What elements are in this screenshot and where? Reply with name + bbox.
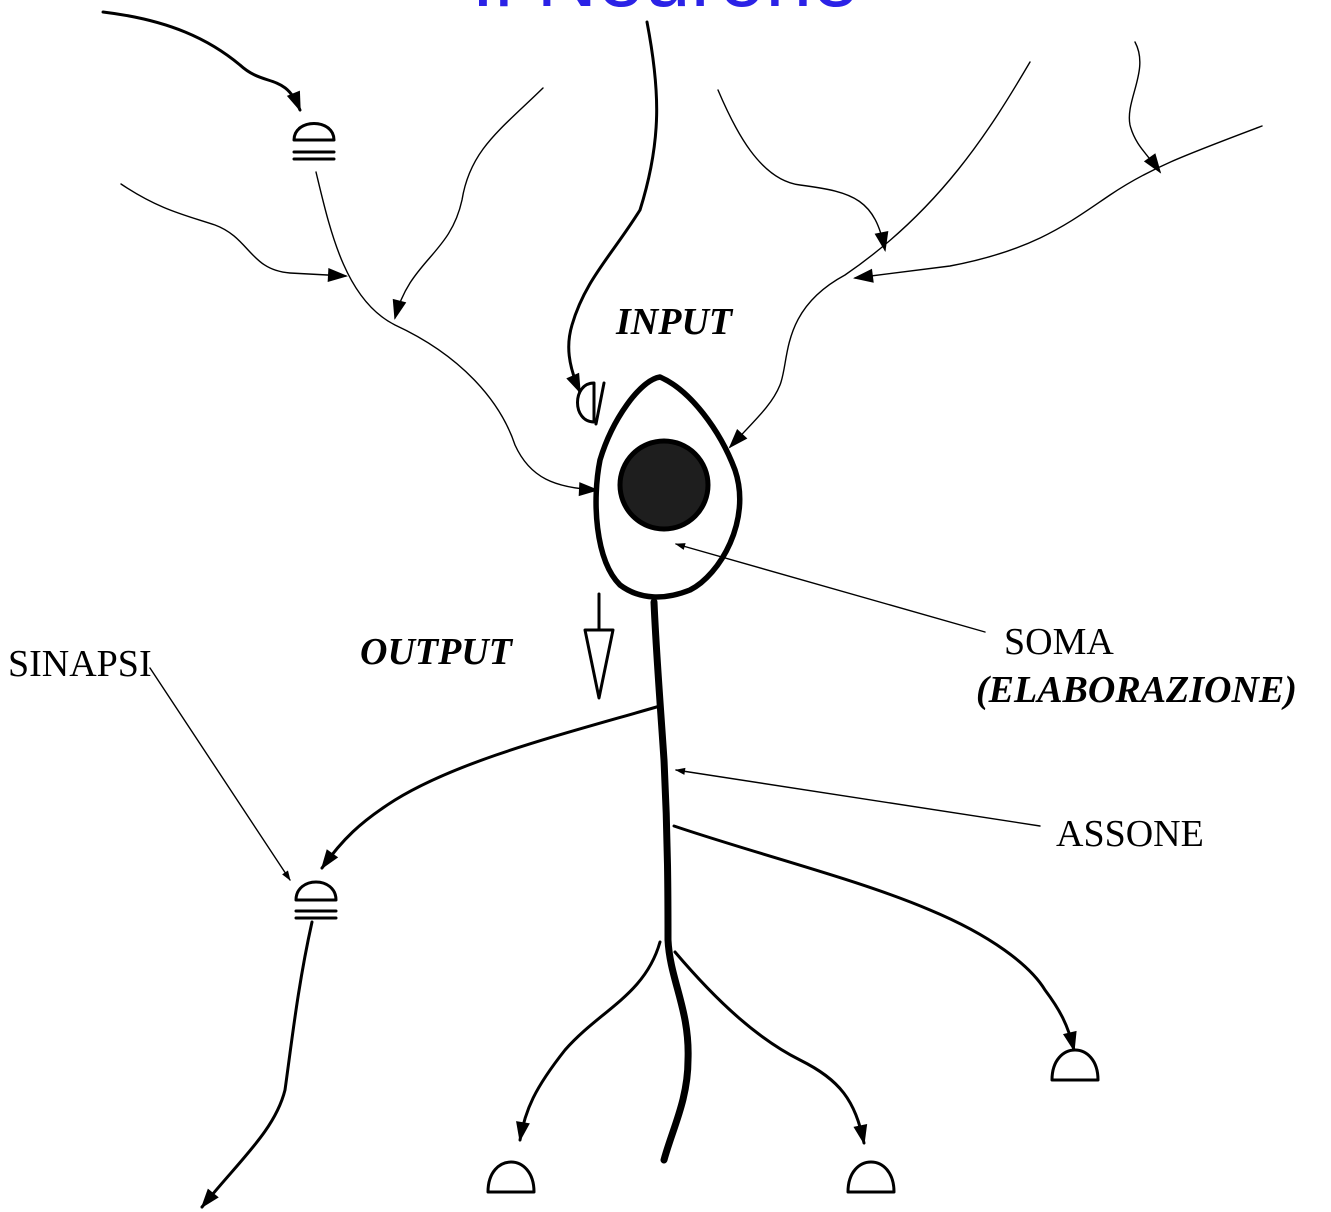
axon-branch-low-right: [675, 952, 864, 1143]
axon-branch-to-synapse: [322, 706, 660, 868]
pointer-soma: [676, 544, 985, 632]
synapse-top-left: [294, 124, 334, 160]
output-arrow-icon: [585, 594, 613, 698]
label-soma-sub: (ELABORAZIONE): [976, 669, 1297, 711]
synapse-soma: [578, 383, 605, 424]
dendrite-branch-top: [395, 88, 543, 318]
dendrite-input-line: [103, 12, 300, 110]
axon-branch-right: [674, 826, 1074, 1050]
synapse-terminal-left: [488, 1162, 534, 1192]
dendrite-right-main: [730, 62, 1030, 447]
soma-nucleus: [620, 441, 708, 529]
synapse-terminal-middle: [848, 1162, 894, 1192]
label-soma: SOMA: [1004, 621, 1114, 663]
label-assone: ASSONE: [1056, 813, 1204, 855]
axon: [654, 602, 688, 1160]
output-line-bottom-left: [202, 922, 312, 1207]
pointer-assone: [676, 770, 1040, 826]
label-sinapsi: SINAPSI: [8, 643, 152, 685]
axon-branch-low-left: [520, 942, 660, 1140]
dendrite-right-branch-b: [855, 126, 1262, 278]
synapse-terminal-right: [1052, 1050, 1098, 1080]
label-input: INPUT: [615, 301, 734, 343]
pointer-sinapsi: [150, 668, 290, 880]
dendrite-right-branch-c: [1129, 42, 1160, 172]
synapse-bottom-left: [296, 882, 336, 918]
label-output: OUTPUT: [360, 631, 514, 673]
dendrite-branch-left: [121, 184, 346, 276]
diagram-title: Il Neurone: [471, 0, 859, 24]
dendrite-right-branch-a: [718, 90, 885, 250]
